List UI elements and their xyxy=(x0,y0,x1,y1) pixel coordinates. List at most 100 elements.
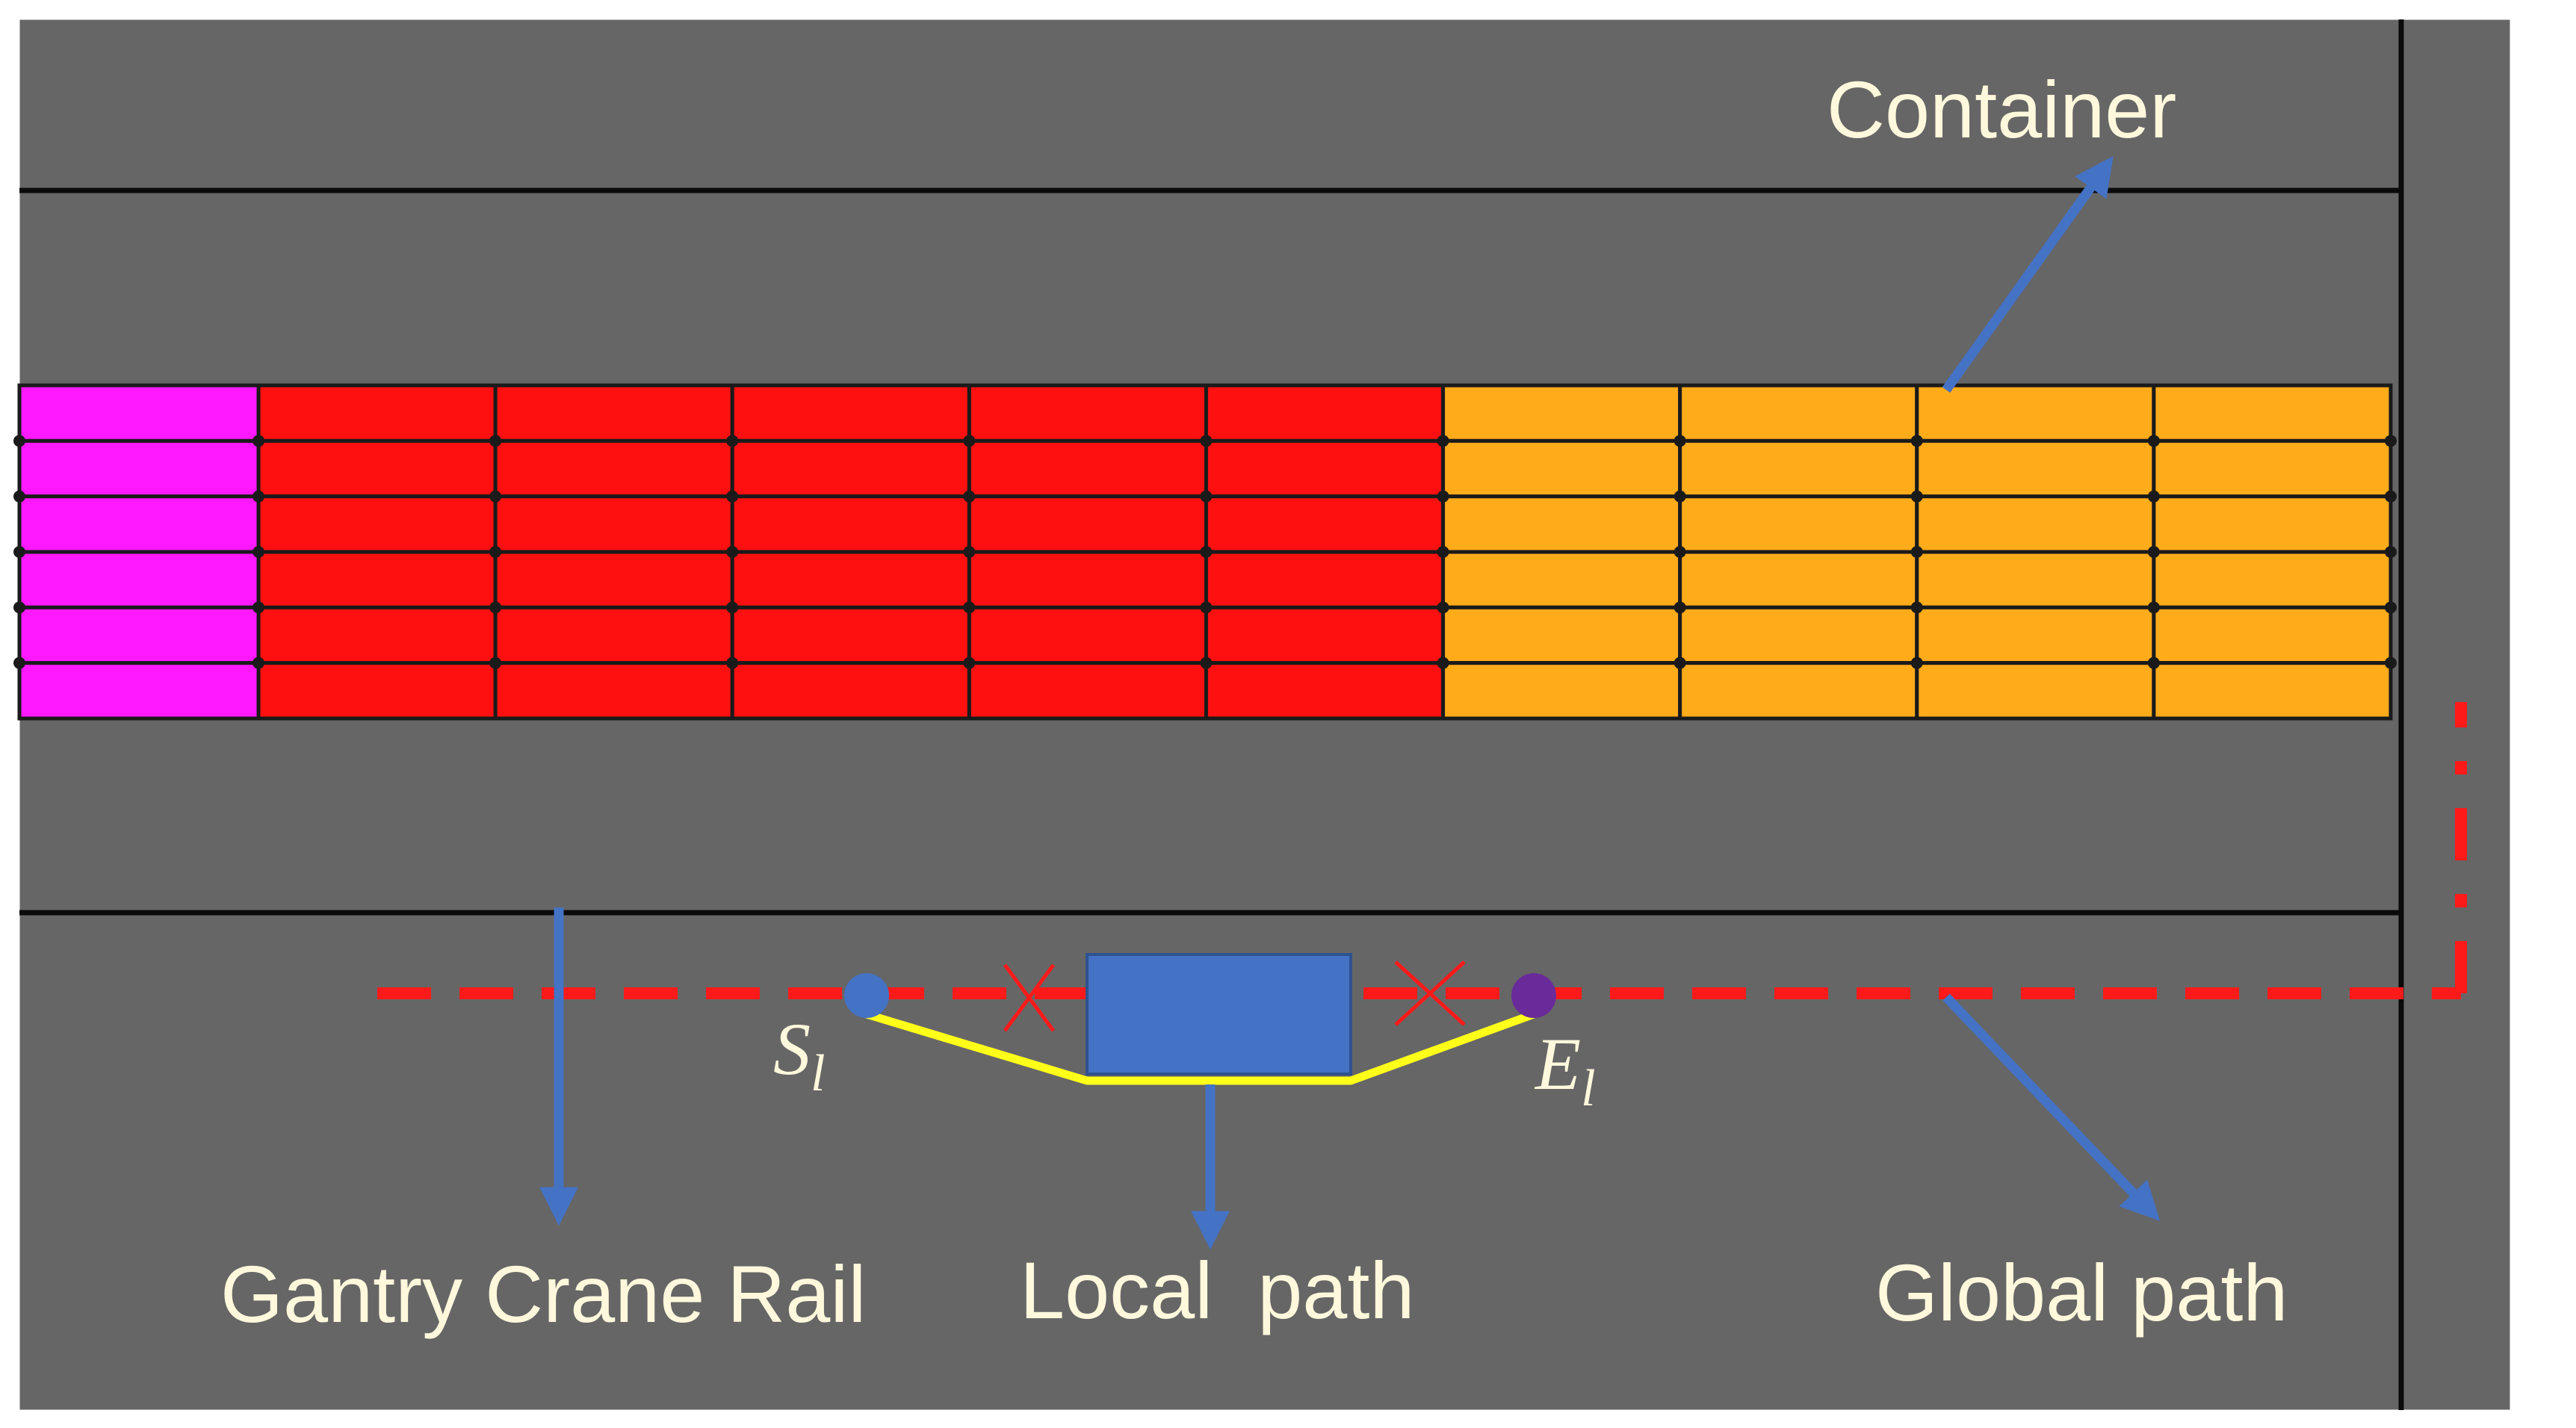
container-lock-dot xyxy=(2385,490,2397,503)
container-lock-dot xyxy=(1437,601,1449,614)
container-lock-dot xyxy=(726,601,739,614)
container-lock-dot xyxy=(2147,546,2160,558)
container-cell-orange xyxy=(1678,494,1919,554)
container-cell-red xyxy=(730,550,971,609)
container-cell-orange xyxy=(1441,550,1682,609)
container-lock-dot xyxy=(2147,490,2160,503)
container-cell-orange xyxy=(1441,605,1682,665)
container-cell-red xyxy=(967,383,1208,443)
end-point-marker xyxy=(1511,973,1556,1018)
container-lock-dot xyxy=(13,546,25,558)
container-lock-dot xyxy=(2147,435,2160,447)
container-cell-red xyxy=(493,494,734,554)
container-cell-red xyxy=(967,550,1208,609)
end-point-label-sub: l xyxy=(1581,1060,1595,1117)
container-cell-red xyxy=(1204,605,1446,665)
container-cell-red xyxy=(730,661,971,721)
container-lock-dot xyxy=(963,601,976,614)
container-lock-dot xyxy=(1437,656,1449,669)
container-cell-orange xyxy=(1678,550,1919,609)
container-cell-orange xyxy=(1441,438,1682,499)
container-lock-dot xyxy=(1200,490,1213,503)
container-lock-dot xyxy=(489,435,502,447)
container-cell-red xyxy=(1204,438,1446,499)
container-cell-red xyxy=(256,494,498,554)
container-cell-magenta xyxy=(17,661,261,721)
container-cell-orange xyxy=(1441,383,1682,443)
container-lock-dot xyxy=(726,546,739,558)
end-point-label-main: E xyxy=(1534,1022,1581,1105)
container-cell-red xyxy=(967,438,1208,499)
container-cell-orange xyxy=(1678,383,1919,443)
container-cell-magenta xyxy=(17,605,261,665)
container-lock-dot xyxy=(489,546,502,558)
blocked-mark-right xyxy=(1394,960,1466,1026)
container-lock-dot xyxy=(1910,490,1923,503)
container-cell-red xyxy=(730,494,971,554)
container-lock-dot xyxy=(1910,435,1923,447)
local-path-line xyxy=(865,1010,1535,1085)
container-cell-orange xyxy=(1915,383,2156,443)
container-cell-red xyxy=(730,383,971,443)
start-point-marker xyxy=(844,973,889,1018)
blocked-markers xyxy=(1003,960,1466,1032)
container-lock-dot xyxy=(1910,546,1923,558)
container-cell-red xyxy=(493,605,734,665)
container-cell-red xyxy=(1204,494,1446,554)
blocked-mark-left xyxy=(1003,963,1056,1032)
container-cell-orange xyxy=(1678,661,1919,721)
container-lock-dot xyxy=(963,546,976,558)
container-cell-orange xyxy=(1678,605,1919,665)
container-lock-dot xyxy=(2385,656,2397,669)
container-cell-orange xyxy=(1915,661,2156,721)
container-lock-dot xyxy=(963,656,976,669)
global-path-pointer-arrow xyxy=(1942,993,2161,1221)
container-lock-dot xyxy=(253,656,264,669)
container-lock-dot xyxy=(13,656,25,669)
container-cell-red xyxy=(256,661,498,721)
container-cell-orange xyxy=(2152,438,2393,499)
container-lock-dot xyxy=(489,490,502,503)
container-lock-dot xyxy=(2147,656,2160,669)
start-point-label-sub: l xyxy=(811,1045,825,1102)
container-lock-dot xyxy=(253,601,264,614)
container-cell-orange xyxy=(2152,383,2393,443)
container-lock-dot xyxy=(1437,435,1449,447)
container-cell-red xyxy=(1204,383,1446,443)
obstacle-box xyxy=(1086,953,1352,1075)
container-cell-red xyxy=(1204,550,1446,609)
container-lock-dot xyxy=(726,490,739,503)
global-path-label: Global path xyxy=(1875,1247,2288,1338)
container-lock-dot xyxy=(1674,435,1686,447)
container-lock-dot xyxy=(963,490,976,503)
container-lock-dot xyxy=(253,435,264,447)
container-lock-dot xyxy=(253,490,264,503)
container-cell-orange xyxy=(1441,661,1682,721)
container-cell-red xyxy=(967,661,1208,721)
container-lock-dot xyxy=(963,435,976,447)
container-cell-red xyxy=(493,383,734,443)
container-cell-red xyxy=(256,383,498,443)
container-lock-dot xyxy=(726,435,739,447)
container-lock-dot xyxy=(1674,490,1686,503)
container-cell-orange xyxy=(2152,494,2393,554)
container-lock-dot xyxy=(1200,601,1213,614)
container-label: Container xyxy=(1827,64,2176,155)
container-cell-magenta xyxy=(17,494,261,554)
container-lock-dot xyxy=(2385,601,2397,614)
container-lock-dot xyxy=(13,601,25,614)
container-cell-magenta xyxy=(17,438,261,499)
container-cell-orange xyxy=(1678,438,1919,499)
container-cell-orange xyxy=(2152,605,2393,665)
global-path xyxy=(377,702,2467,999)
container-lock-dot xyxy=(1674,601,1686,614)
container-cell-red xyxy=(493,438,734,499)
container-cell-red xyxy=(493,550,734,609)
container-cell-orange xyxy=(1441,494,1682,554)
container-cell-red xyxy=(967,494,1208,554)
container-cell-red xyxy=(256,438,498,499)
container-lock-dot xyxy=(13,490,25,503)
container-pointer-arrow xyxy=(1942,155,2114,393)
container-cell-red xyxy=(730,605,971,665)
